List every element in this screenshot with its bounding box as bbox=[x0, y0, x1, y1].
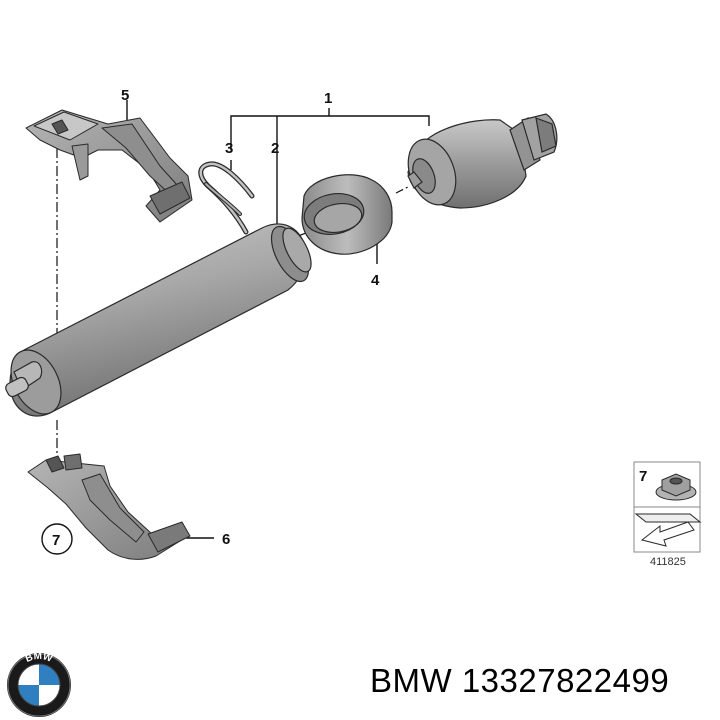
sealing-ring-part-4 bbox=[301, 174, 393, 255]
install-direction-arrow-icon bbox=[634, 513, 702, 547]
inset-label: 7 bbox=[639, 468, 647, 485]
callout-5: 5 bbox=[121, 87, 129, 104]
bmw-logo: BMW bbox=[7, 652, 71, 717]
pressure-regulator-part-1 bbox=[407, 113, 558, 209]
upper-bracket-part-5 bbox=[25, 109, 193, 223]
callout-2: 2 bbox=[271, 140, 279, 157]
callout-4: 4 bbox=[371, 272, 380, 289]
callout-3: 3 bbox=[225, 140, 233, 157]
flange-nut-icon bbox=[655, 473, 697, 501]
lower-bracket-part-6 bbox=[27, 453, 191, 560]
callout-1: 1 bbox=[324, 90, 332, 107]
part-number-caption: BMW 13327822499 bbox=[370, 662, 670, 699]
fuel-filter-cylinder-part-2 bbox=[5, 223, 312, 417]
inset-legend: 7 411825 bbox=[633, 461, 702, 568]
bmw-logo-text: BMW bbox=[24, 652, 54, 665]
callout-7-circle bbox=[41, 523, 73, 555]
callout-6: 6 bbox=[222, 531, 230, 548]
spring-clip-part-3 bbox=[198, 161, 255, 235]
callout-7: 7 bbox=[52, 532, 60, 549]
leader-lines bbox=[56, 100, 430, 539]
reference-number: 411825 bbox=[650, 556, 686, 568]
